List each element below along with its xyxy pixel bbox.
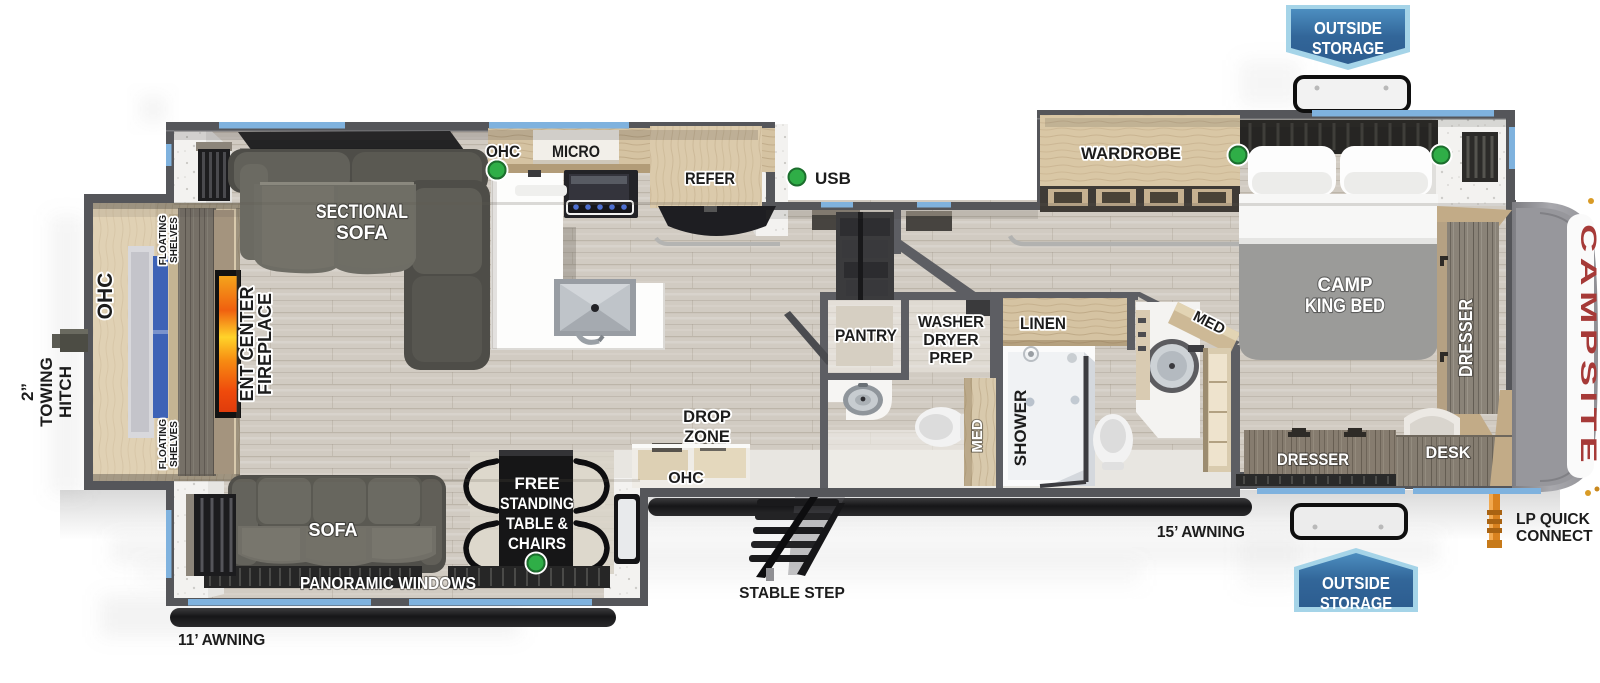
- svg-text:SHELVES: SHELVES: [169, 421, 180, 467]
- svg-text:SOFA: SOFA: [336, 223, 388, 244]
- svg-text:HITCH: HITCH: [56, 366, 75, 418]
- svg-text:WASHER: WASHER: [918, 314, 984, 331]
- svg-text:DRYER: DRYER: [923, 332, 979, 349]
- svg-text:11’ AWNING: 11’ AWNING: [178, 632, 265, 649]
- svg-text:CAMP: CAMP: [1318, 275, 1373, 296]
- svg-text:USB: USB: [815, 169, 851, 188]
- svg-text:FREE: FREE: [514, 474, 559, 493]
- svg-text:KING BED: KING BED: [1305, 296, 1385, 317]
- svg-text:ENT CENTER: ENT CENTER: [237, 286, 257, 401]
- svg-text:FLOATING: FLOATING: [158, 215, 169, 266]
- svg-text:SOFA: SOFA: [308, 520, 357, 540]
- svg-text:DESK: DESK: [1426, 443, 1472, 462]
- svg-text:REFER: REFER: [685, 169, 735, 188]
- svg-text:OUTSIDE: OUTSIDE: [1314, 18, 1382, 38]
- svg-text:MICRO: MICRO: [552, 142, 600, 161]
- svg-text:FLOATING: FLOATING: [158, 419, 169, 470]
- svg-text:DROP: DROP: [683, 408, 731, 426]
- svg-text:DRESSER: DRESSER: [1277, 450, 1349, 469]
- svg-text:PANORAMIC WINDOWS: PANORAMIC WINDOWS: [300, 573, 476, 593]
- svg-text:15’ AWNING: 15’ AWNING: [1157, 524, 1245, 541]
- svg-text:ZONE: ZONE: [684, 428, 730, 446]
- svg-text:STORAGE: STORAGE: [1312, 38, 1384, 58]
- svg-text:MED: MED: [969, 419, 986, 453]
- svg-text:PREP: PREP: [929, 350, 973, 367]
- svg-text:DRESSER: DRESSER: [1456, 299, 1476, 377]
- svg-text:TABLE &: TABLE &: [506, 514, 568, 533]
- svg-text:CHAIRS: CHAIRS: [508, 534, 566, 553]
- svg-text:OHC: OHC: [668, 470, 704, 487]
- svg-text:STABLE STEP: STABLE STEP: [739, 585, 845, 602]
- svg-text:WARDROBE: WARDROBE: [1081, 144, 1181, 163]
- svg-text:PANTRY: PANTRY: [835, 326, 898, 345]
- svg-text:SHOWER: SHOWER: [1011, 390, 1030, 467]
- svg-text:LP QUICK: LP QUICK: [1516, 511, 1591, 528]
- svg-text:TOWING: TOWING: [37, 357, 56, 427]
- svg-text:FIREPLACE: FIREPLACE: [255, 293, 275, 395]
- svg-text:OHC: OHC: [94, 273, 117, 320]
- svg-text:OUTSIDE: OUTSIDE: [1322, 573, 1390, 593]
- svg-text:STORAGE: STORAGE: [1320, 593, 1392, 613]
- svg-text:CAMPSITE: CAMPSITE: [1576, 224, 1600, 468]
- svg-text:LINEN: LINEN: [1020, 315, 1066, 333]
- svg-text:CONNECT: CONNECT: [1516, 528, 1593, 545]
- svg-text:STANDING: STANDING: [500, 494, 574, 513]
- svg-text:2”: 2”: [18, 383, 37, 401]
- svg-text:SHELVES: SHELVES: [169, 217, 180, 263]
- svg-text:SECTIONAL: SECTIONAL: [316, 202, 408, 223]
- svg-text:OHC: OHC: [486, 142, 520, 161]
